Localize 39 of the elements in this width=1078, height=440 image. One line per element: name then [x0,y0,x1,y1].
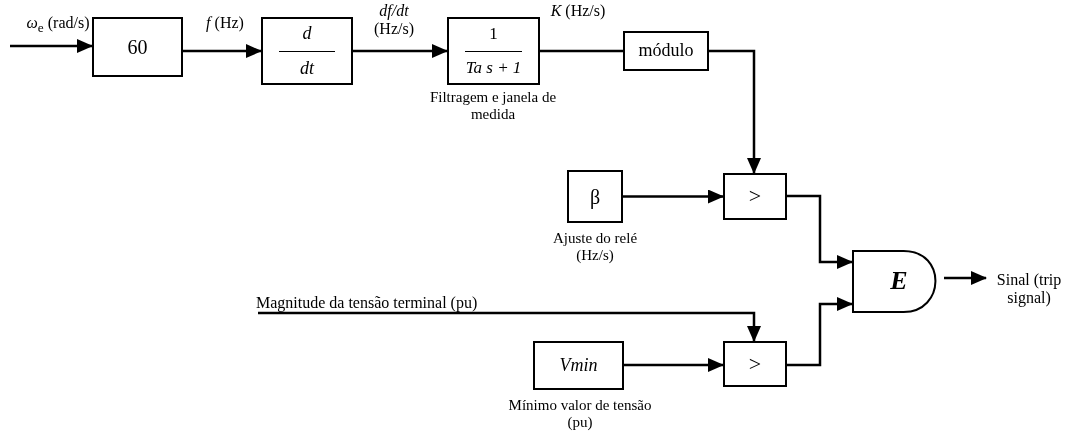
arrow [258,311,761,342]
block-label: Vmin [559,355,598,376]
arrow [624,358,724,372]
block-label: módulo [638,41,694,61]
block-label: dt [300,58,314,79]
block-label: Ta s + 1 [465,58,522,78]
connector-line [540,49,623,53]
block-label: 60 [127,36,148,58]
arrow [787,297,853,367]
block-label: 1 [489,24,498,44]
arrow [623,189,724,204]
edge-label: K (Hz/s) [550,2,606,21]
constant-block [567,170,623,223]
arrow [183,44,262,58]
arrow [353,44,448,58]
transfer-function-block [447,17,540,85]
edge-label: ω$_{e}$ (rad/s) [25,14,91,36]
gain-block [92,17,183,77]
constant-block [533,341,624,390]
arrow [10,39,93,53]
block-label: β [589,185,601,208]
edge-label: f (Hz) [205,14,245,33]
block-caption: Mínimo valor de tensão (pu) [507,397,653,432]
comparator-block [723,341,787,387]
arrow [709,49,761,174]
gate-label: E [890,267,908,296]
edge-label: df/dt (Hz/s) [373,2,415,39]
block-caption: Filtragem e janela de medida [428,89,558,124]
arrow [944,271,987,285]
output-label: Sinal (trip signal) [986,266,1072,312]
arrow [787,194,853,269]
block-label: > [748,351,762,377]
block-label: d [302,23,312,44]
comparator-block [723,173,787,220]
edge-label: Magnitude da tensão terminal (pu) [256,294,479,313]
block-label: > [748,184,762,209]
block-caption: Ajuste do relé (Hz/s) [551,230,639,265]
derivative-block [261,17,353,85]
function-block [623,31,709,71]
